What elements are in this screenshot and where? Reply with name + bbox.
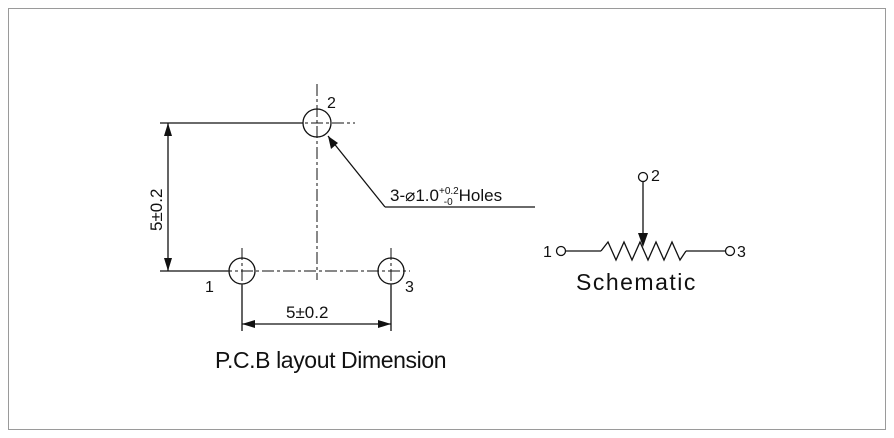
wiper-arrow bbox=[638, 233, 648, 247]
hole-tolerance-minus: -0 bbox=[444, 197, 453, 208]
schematic-title: Schematic bbox=[576, 269, 697, 295]
dim-arrow-down bbox=[164, 258, 172, 271]
schematic: 1 2 3 Schematic bbox=[543, 168, 746, 295]
hole-callout: 3-⌀1.0+0.2-0 Holes bbox=[390, 186, 502, 208]
pcb-layout-title: P.C.B layout Dimension bbox=[215, 347, 446, 373]
hole-pin1 bbox=[228, 257, 256, 285]
terminal-1 bbox=[555, 245, 567, 257]
drawing-frame bbox=[8, 8, 886, 430]
pin-label-2: 2 bbox=[327, 95, 336, 112]
dim-arrow-left bbox=[242, 320, 255, 328]
hole-pin3 bbox=[377, 257, 405, 285]
dim-arrow-up bbox=[164, 123, 172, 136]
pin-label-3: 3 bbox=[405, 279, 414, 296]
callout-leader bbox=[327, 135, 386, 208]
callout-arrow bbox=[328, 136, 338, 149]
hole-tolerance-plus: +0.2 bbox=[439, 186, 459, 197]
dim-arrow-right bbox=[378, 320, 391, 328]
hole-callout-suffix: Holes bbox=[459, 186, 502, 205]
terminal-3 bbox=[724, 245, 736, 257]
schematic-pin-2: 2 bbox=[651, 168, 660, 185]
pin-label-1: 1 bbox=[205, 279, 214, 296]
schematic-pin-3: 3 bbox=[737, 244, 746, 261]
terminal-2 bbox=[637, 171, 649, 183]
dim-horizontal-label: 5±0.2 bbox=[286, 303, 328, 322]
pcb-layout: 2 1 3 5±0.2 5±0.2 3-⌀1.0+0.2-0 Holes P.C.… bbox=[147, 84, 535, 373]
resistor-zigzag bbox=[600, 240, 687, 262]
dim-vertical-label: 5±0.2 bbox=[147, 189, 166, 231]
schematic-pin-1: 1 bbox=[543, 244, 552, 261]
hole-callout-prefix: 3-⌀1.0 bbox=[390, 186, 439, 205]
